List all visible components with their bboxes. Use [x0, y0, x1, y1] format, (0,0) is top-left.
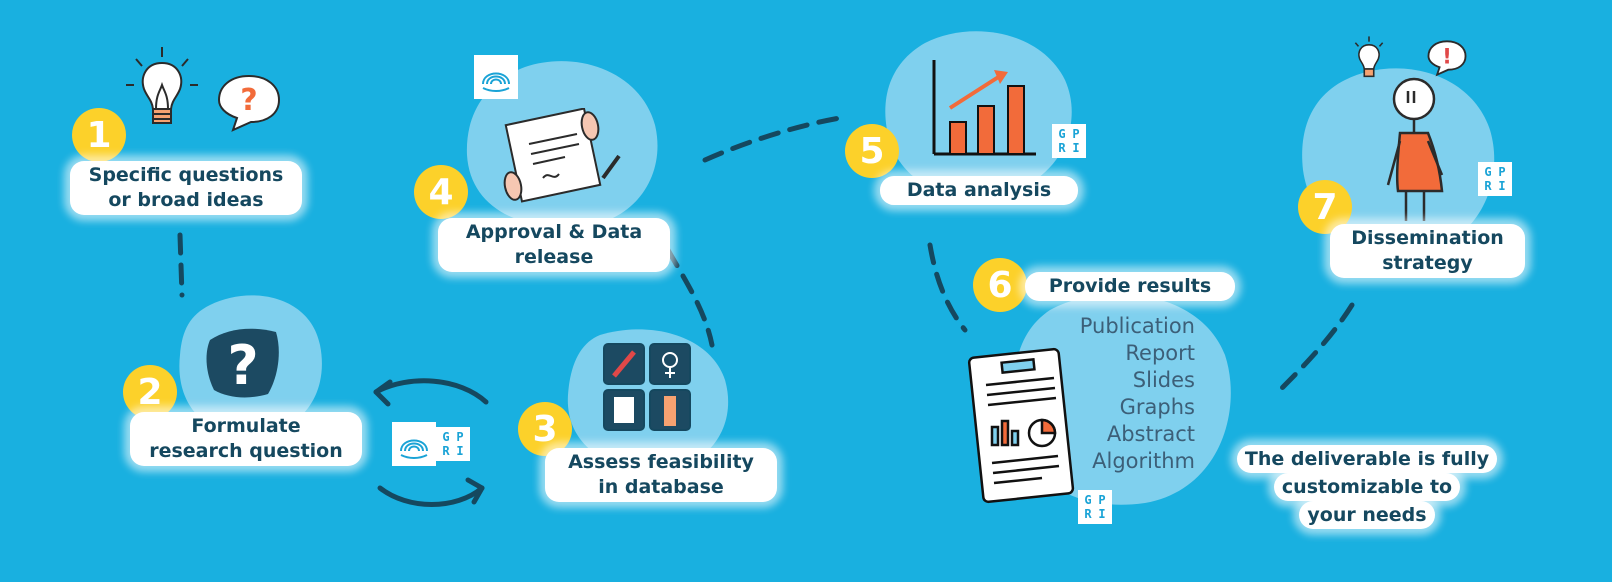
deliverable-item: Slides — [1132, 368, 1195, 392]
deliverable-item: Algorithm — [1092, 449, 1195, 473]
step-1-label: Specific questions or broad ideas — [70, 161, 302, 215]
cycle-arrows-icon — [373, 378, 489, 507]
step-5-badge: 5 — [845, 124, 899, 178]
question-mark-icon: ? — [206, 328, 279, 398]
gpri-letter: P — [1498, 165, 1506, 179]
step-4-label: Approval & Data release — [438, 218, 670, 272]
fingerprint-logo-step4 — [474, 55, 518, 99]
step-4-badge: 4 — [414, 165, 468, 219]
gpri-letter: P — [1072, 127, 1080, 141]
step-7-line2: strategy — [1382, 252, 1473, 274]
gpri-letter: I — [1098, 507, 1106, 521]
gpri-letter: I — [1498, 179, 1506, 193]
bar-chart-icon — [932, 60, 1036, 156]
step-7-line1: Dissemination — [1351, 227, 1504, 249]
gpri-letter: P — [456, 430, 464, 444]
step-1-badge: 1 — [72, 108, 126, 162]
scroll-document-icon — [503, 108, 621, 203]
gpri-letter: R — [1084, 507, 1092, 521]
step-6-badge: 6 — [973, 258, 1027, 312]
note-line3: your needs — [1299, 501, 1435, 529]
note-line1: The deliverable is fully — [1236, 445, 1498, 473]
step-2-line2: research question — [149, 440, 343, 462]
deliverable-item: Abstract — [1106, 422, 1195, 446]
svg-text:?: ? — [240, 83, 257, 118]
deliverable-item: Publication — [1079, 314, 1195, 338]
step-5-line1: Data analysis — [906, 179, 1052, 201]
gpri-letter: R — [442, 444, 450, 458]
gpri-letter: G — [1084, 493, 1092, 507]
report-document-icon — [967, 347, 1075, 504]
gpri-letter: G — [1058, 127, 1066, 141]
gpri-letter: I — [1072, 141, 1080, 155]
step-4-line2: release — [514, 246, 594, 268]
step-5-label: Data analysis — [880, 176, 1078, 205]
deliverable-item: Report — [1125, 341, 1195, 365]
step-4-line1: Approval & Data — [465, 221, 643, 243]
step-2-label: Formulate research question — [130, 412, 362, 466]
step-1-line1: Specific questions — [88, 164, 284, 186]
step-2-line1: Formulate — [191, 415, 301, 437]
customizable-note: The deliverable is fully customizable to… — [1222, 445, 1512, 529]
step-3-line2: in database — [598, 476, 724, 498]
deliverables-list: Publication Report Slides Graphs Abstrac… — [1060, 313, 1195, 475]
gpri-letter: I — [456, 444, 464, 458]
gpri-letter: G — [442, 430, 450, 444]
step-1-line2: or broad ideas — [108, 189, 264, 211]
svg-text:!: ! — [1442, 45, 1452, 69]
lightbulb-icon — [1354, 36, 1384, 78]
gpri-letter: R — [1058, 141, 1066, 155]
fingerprint-icon — [482, 72, 510, 92]
svg-text:?: ? — [227, 334, 258, 397]
step-2-badge: 2 — [123, 365, 177, 419]
step-7-label: Dissemination strategy — [1330, 224, 1525, 278]
fingerprint-icon — [400, 439, 428, 459]
step-6-line1: Provide results — [1048, 275, 1212, 297]
lightbulb-icon — [126, 47, 198, 124]
deliverable-item: Graphs — [1119, 395, 1195, 419]
database-tiles-icon — [603, 343, 691, 431]
step-3-label: Assess feasibility in database — [545, 448, 777, 502]
fingerprint-logo-center — [392, 422, 436, 466]
note-line2: customizable to — [1273, 473, 1461, 501]
stick-figure-icon — [1386, 77, 1444, 221]
gpri-letter: P — [1098, 493, 1106, 507]
step-6-label: Provide results — [1025, 272, 1235, 301]
step-3-badge: 3 — [518, 402, 572, 456]
gpri-letter: G — [1484, 165, 1492, 179]
exclamation-bubble-icon: ! — [1427, 40, 1467, 77]
gpri-letter: R — [1484, 179, 1492, 193]
step-3-line1: Assess feasibility — [568, 451, 754, 473]
question-bubble-icon: ? — [217, 74, 281, 132]
